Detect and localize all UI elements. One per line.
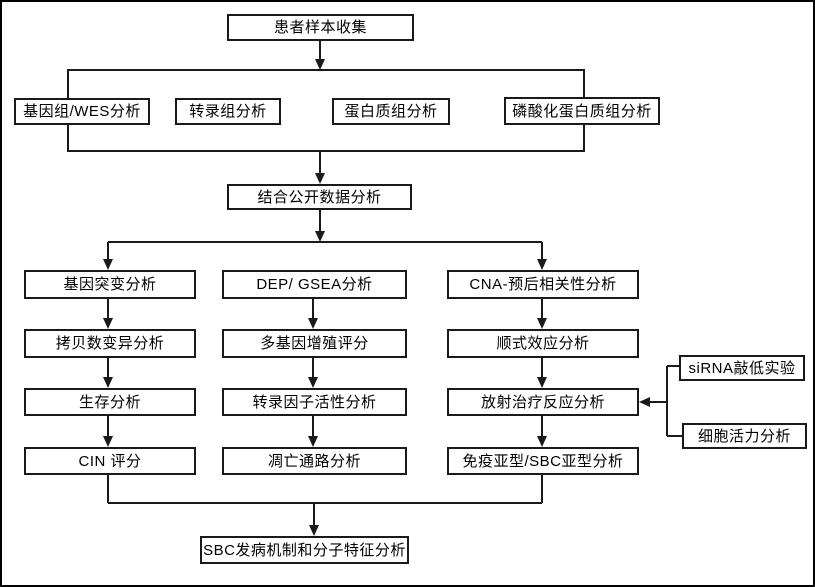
node-phosphoproteome-analysis: 磷酸化蛋白质组分析	[504, 97, 660, 125]
arrowheads	[103, 59, 650, 536]
node-survival-analysis: 生存分析	[24, 388, 196, 416]
node-sbc-mechanism-molecular-feature-analysis: SBC发病机制和分子特征分析	[200, 536, 409, 564]
node-dep-gsea-analysis: DEP/ GSEA分析	[222, 270, 407, 299]
node-genome-wes-analysis: 基因组/WES分析	[14, 98, 150, 125]
arrowhead-mid-2-3	[308, 377, 318, 388]
arrowhead-branch-left	[103, 259, 113, 270]
node-patient-sample-collection: 患者样本收集	[227, 14, 414, 41]
connector-group	[67, 41, 682, 526]
arrowhead-mid-1-2	[308, 318, 318, 329]
node-cis-effect-analysis: 顺式效应分析	[447, 329, 639, 358]
arrowhead-top-to-omics	[315, 59, 325, 70]
arrowhead-right-2-3	[537, 377, 547, 388]
node-transcription-factor-activity-analysis: 转录因子活性分析	[222, 388, 407, 416]
arrowhead-left-2-3	[103, 377, 113, 388]
arrowhead-left-1-2	[103, 318, 113, 329]
node-cin-score: CIN 评分	[24, 447, 196, 475]
node-proteome-analysis: 蛋白质组分析	[332, 98, 450, 125]
node-sirna-knockdown-experiment: siRNA敲低实验	[679, 355, 805, 381]
arrowhead-omics-to-integration	[315, 173, 325, 184]
arrowhead-branch-right	[537, 259, 547, 270]
node-copy-number-variation-analysis: 拷贝数变异分析	[24, 329, 196, 358]
node-transcriptome-analysis: 转录组分析	[175, 98, 281, 125]
node-cell-viability-analysis: 细胞活力分析	[682, 423, 807, 449]
node-multigene-proliferation-score: 多基因增殖评分	[222, 329, 407, 358]
arrowhead-mid-3-4	[308, 436, 318, 447]
arrowhead-merge-to-bottom	[309, 525, 319, 536]
arrowhead-integration-to-branch	[315, 231, 325, 242]
node-gene-mutation-analysis: 基因突变分析	[24, 270, 196, 299]
arrowhead-left-3-4	[103, 436, 113, 447]
arrowhead-right-1-2	[537, 318, 547, 329]
node-cna-prognosis-correlation-analysis: CNA-预后相关性分析	[447, 270, 639, 299]
node-public-data-integration: 结合公开数据分析	[227, 184, 412, 210]
arrowhead-right-3-4	[537, 436, 547, 447]
node-radiotherapy-response-analysis: 放射治疗反应分析	[447, 388, 639, 416]
arrowhead-side-to-radiotherapy	[639, 397, 650, 407]
node-apoptosis-pathway-analysis: 凋亡通路分析	[222, 447, 407, 475]
node-immune-sbc-subtype-analysis: 免疫亚型/SBC亚型分析	[447, 447, 639, 475]
